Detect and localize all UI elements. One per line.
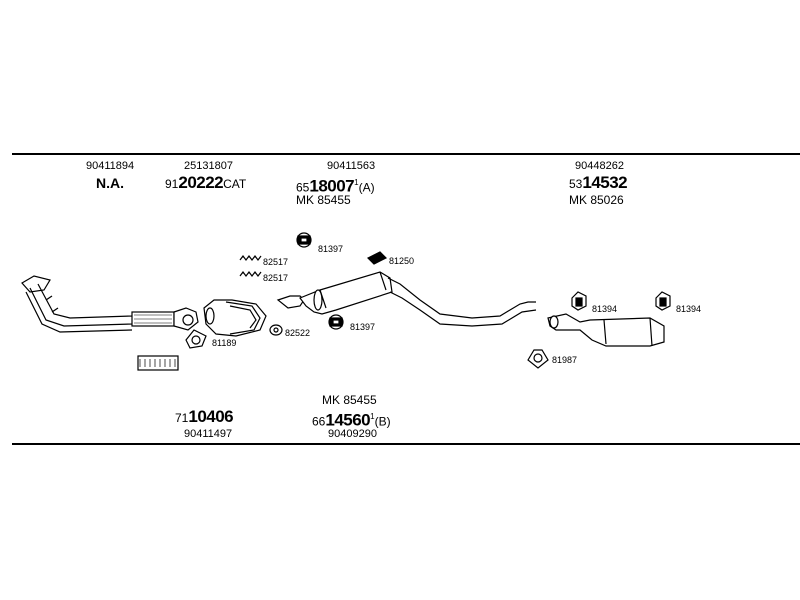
middle-muffler (276, 271, 537, 327)
code-main: 10406 (188, 407, 234, 426)
bottom-center-mk: MK 85455 (322, 393, 377, 407)
top-col3-part-no: 90411563 (327, 160, 376, 172)
code-prefix: 53 (569, 177, 583, 191)
gasket-82522 (269, 324, 283, 336)
rear-muffler (547, 313, 665, 347)
top-col2-code: 9120222CAT (165, 174, 246, 193)
code-sup: 1 (370, 412, 375, 421)
code-main: 18007 (309, 176, 355, 196)
bottom-center-part-no: 90409290 (328, 428, 377, 440)
label-81250: 81250 (389, 256, 415, 266)
top-col1-part-no: 90411894 (86, 160, 135, 172)
bottom-left-code: 7110406 (175, 407, 234, 427)
code-prefix: 66 (312, 414, 326, 429)
catalytic-converter (203, 299, 267, 337)
front-pipe (21, 275, 199, 333)
top-divider (12, 153, 800, 155)
label-81397a: 81397 (318, 244, 344, 254)
label-82517a: 82517 (263, 257, 289, 267)
code-main: 14532 (582, 173, 628, 192)
bottom-center-code: 66145601(B) (312, 408, 391, 430)
code-main: 14560 (325, 410, 371, 430)
code-suffix: (B) (374, 414, 391, 429)
rubber-81394b (655, 291, 671, 311)
code-suffix: CAT (223, 177, 247, 191)
top-col2-part-no: 25131807 (184, 160, 233, 172)
label-82522: 82522 (285, 328, 311, 338)
top-col4-mk: MK 85026 (569, 193, 624, 207)
code-suffix: (A) (358, 180, 375, 195)
label-81987: 81987 (552, 355, 578, 365)
label-81394b: 81394 (676, 304, 702, 314)
top-col3-code: 65180071(A) (296, 174, 375, 196)
flex-pipe (137, 355, 179, 371)
label-81189: 81189 (212, 338, 237, 348)
code-prefix: 91 (165, 177, 179, 191)
code-main: 20222 (178, 173, 224, 192)
spring-82517a (239, 255, 262, 261)
label-81397b: 81397 (350, 322, 376, 332)
clamp-81987 (527, 349, 549, 369)
top-col4-code: 5314532 (569, 173, 628, 193)
code-sup: 1 (354, 178, 359, 187)
bottom-divider (12, 443, 800, 445)
code-prefix: 71 (175, 411, 189, 425)
bottom-left-part-no: 90411497 (184, 428, 233, 440)
label-81394a: 81394 (592, 304, 618, 314)
top-col1-code: N.A. (96, 175, 124, 191)
rubber-81394a (571, 291, 587, 311)
gasket-81189 (185, 329, 207, 349)
top-col4-part-no: 90448262 (575, 160, 624, 172)
label-82517b: 82517 (263, 273, 289, 283)
hanger-81250 (366, 251, 388, 265)
code-prefix: 65 (296, 180, 310, 195)
rubber-81397a (296, 232, 312, 248)
rubber-81397b (328, 314, 344, 330)
top-col3-mk: MK 85455 (296, 193, 351, 207)
spring-82517b (239, 271, 262, 277)
